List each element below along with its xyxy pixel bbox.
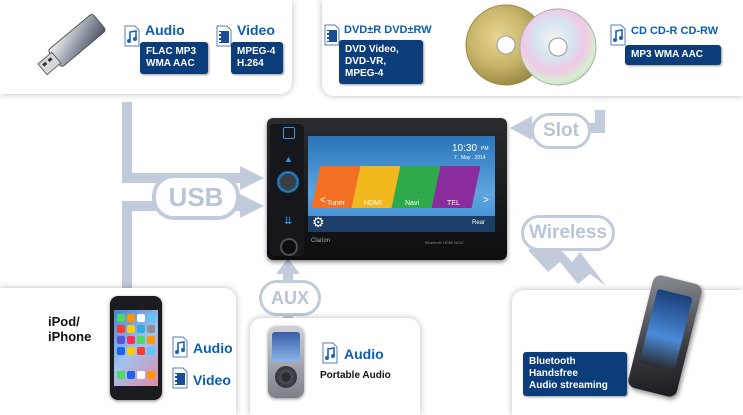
iphone-video-file-icon: [172, 367, 188, 389]
aux-arrowhead: [276, 258, 300, 274]
usb-video-title: Video: [237, 22, 275, 38]
usb-label: USB: [152, 174, 240, 220]
iphone-title-line2: iPhone: [48, 329, 92, 344]
head-unit-brand: Clarion: [311, 238, 331, 244]
top-button[interactable]: [283, 127, 295, 139]
slot-label: Slot: [531, 113, 591, 149]
screen-next-arrow[interactable]: >: [483, 195, 489, 206]
tile-tel-label: TEL: [447, 200, 460, 207]
eject-icon[interactable]: ▲: [284, 154, 293, 164]
settings-gear-icon[interactable]: ⚙: [312, 214, 325, 230]
screen-date: 7 . May . 2014: [454, 155, 486, 161]
tile-navi-label: Navi: [405, 200, 420, 207]
power-button[interactable]: [280, 238, 298, 256]
slot-arrowhead: [510, 116, 532, 140]
dvd-formats-box: DVD Video, DVD-VR, MPEG-4: [339, 40, 423, 84]
portable-player-wheel: [275, 366, 297, 388]
usb-video-format-1: MPEG-4: [237, 46, 276, 57]
usb-video-format-2: H.264: [237, 58, 264, 69]
usb-arrowhead-lower: [240, 194, 264, 218]
dvd-file-icon: [324, 24, 340, 46]
audio-file-icon: [124, 25, 140, 47]
screen-prev-arrow[interactable]: <: [320, 195, 326, 206]
tile-tuner-label: Tuner: [327, 200, 346, 207]
bluetooth-button[interactable]: ⇊: [284, 216, 293, 227]
wireless-bolt: [528, 240, 606, 286]
phone-features-box: Bluetooth Handsfree Audio streaming: [523, 352, 627, 396]
portable-audio-file-icon: [322, 342, 338, 364]
usb-video-formats-box: MPEG-4 H.264: [231, 42, 283, 74]
iphone-video-label: Video: [193, 372, 231, 388]
usb-audio-format-1: FLAC MP3: [146, 46, 196, 57]
aux-label: AUX: [259, 280, 321, 316]
phone-feature-2: Handsfree: [529, 368, 578, 379]
tile-hdmi-label: HDMI: [364, 200, 382, 207]
video-file-icon: [216, 25, 232, 47]
phone-feature-3: Audio streaming: [529, 380, 608, 391]
volume-knob[interactable]: [276, 170, 300, 194]
portable-audio-caption: Portable Audio: [320, 370, 391, 381]
wireless-label: Wireless: [521, 215, 615, 251]
usb-arrow-upper: [122, 102, 240, 183]
cd-title: CD CD-R CD-RW: [631, 25, 719, 37]
dvd-title: DVD±R DVD±RW: [344, 24, 432, 36]
screen-rear-label[interactable]: Rear: [472, 220, 486, 226]
screen-ampm: PM: [481, 146, 489, 152]
cd-audio-file-icon: [610, 24, 626, 46]
dvd-format-1: DVD Video,: [345, 44, 399, 55]
phone-feature-1: Bluetooth: [529, 356, 576, 367]
screen-clock: 10:30: [452, 143, 478, 154]
dvd-format-2: DVD-VR,: [345, 56, 387, 67]
screen-bottom-bar: [308, 216, 495, 232]
usb-arrowhead-upper: [240, 166, 264, 190]
iphone-audio-file-icon: [172, 336, 188, 358]
usb-audio-title: Audio: [145, 22, 185, 38]
iphone-title-line1: iPod/: [48, 314, 80, 329]
iphone-audio-label: Audio: [193, 340, 233, 356]
portable-audio-label: Audio: [344, 346, 384, 362]
iphone-app-grid: [117, 314, 155, 379]
cd-format-1: MP3 WMA AAC: [631, 49, 704, 60]
disc-icon: [465, 4, 597, 86]
dvd-format-3: MPEG-4: [345, 68, 384, 79]
head-unit-logos: Bluetooth HDMI DISC: [425, 240, 464, 245]
usb-audio-format-2: WMA AAC: [146, 58, 195, 69]
usb-stick-icon: [37, 14, 106, 76]
portable-player-screen: [272, 332, 300, 362]
usb-audio-formats-box: FLAC MP3 WMA AAC: [140, 42, 208, 74]
cd-formats-box: MP3 WMA AAC: [625, 45, 721, 65]
